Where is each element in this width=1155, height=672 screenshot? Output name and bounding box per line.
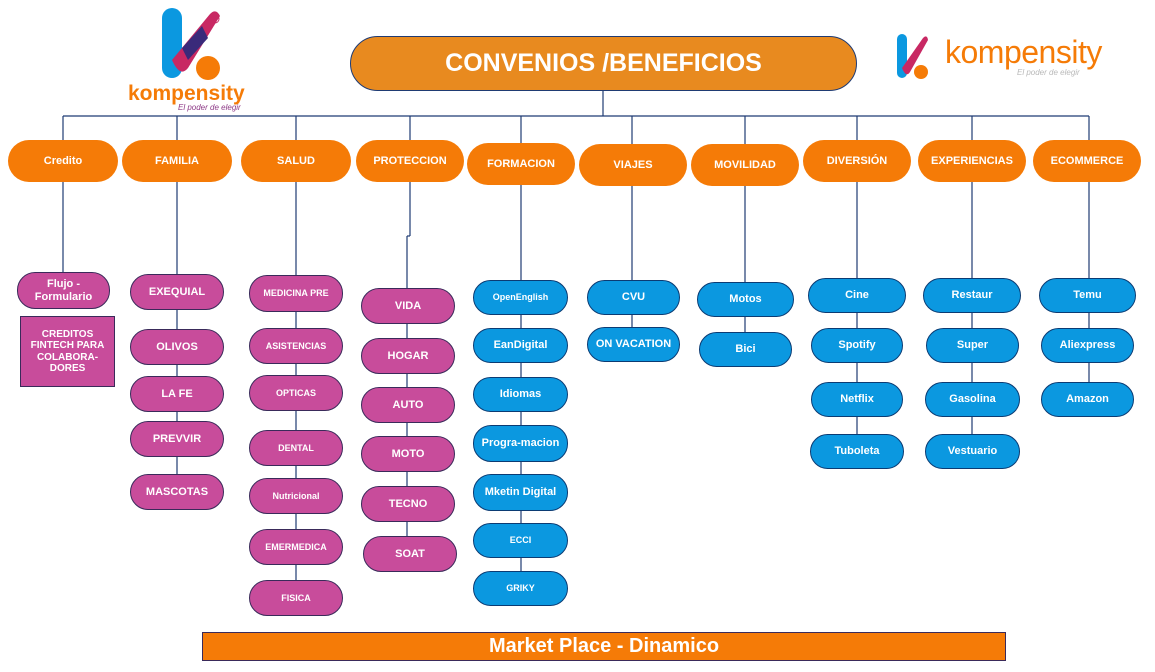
kompensity-logo-right: kompensity El poder de elegir: [895, 32, 1135, 82]
logo-right-wordmark: kompensity: [945, 34, 1102, 70]
item-nutricional[interactable]: Nutricional: [249, 478, 343, 514]
kompensity-logo: kompensity El poder de elegir: [128, 8, 258, 112]
category-viajes[interactable]: VIAJES: [579, 144, 687, 186]
item-temu[interactable]: Temu: [1039, 278, 1136, 313]
item-auto[interactable]: AUTO: [361, 387, 455, 423]
item-griky[interactable]: GRIKY: [473, 571, 568, 606]
category-credito[interactable]: Credito: [8, 140, 118, 182]
item-soat[interactable]: SOAT: [363, 536, 457, 572]
item-netflix[interactable]: Netflix: [811, 382, 903, 417]
category-formacion[interactable]: FORMACION: [467, 143, 575, 185]
item-cine[interactable]: Cine: [808, 278, 906, 313]
category-diversion[interactable]: DIVERSIÓN: [803, 140, 911, 182]
item-spotify[interactable]: Spotify: [811, 328, 903, 363]
item-fisica[interactable]: FISICA: [249, 580, 343, 616]
item-cvu[interactable]: CVU: [587, 280, 680, 315]
item-bici[interactable]: Bici: [699, 332, 792, 367]
item-vestuario[interactable]: Vestuario: [925, 434, 1020, 469]
item-medicina-pre[interactable]: MEDICINA PRE: [249, 275, 343, 312]
item-idiomas[interactable]: Idiomas: [473, 377, 568, 412]
item-motos[interactable]: Motos: [697, 282, 794, 317]
item-amazon[interactable]: Amazon: [1041, 382, 1134, 417]
item-super[interactable]: Super: [926, 328, 1019, 363]
root-node-title: CONVENIOS /BENEFICIOS: [350, 36, 857, 91]
category-ecommerce[interactable]: ECOMMERCE: [1033, 140, 1141, 182]
kompensity-k-logo-icon: [897, 34, 928, 79]
item-gasolina[interactable]: Gasolina: [925, 382, 1020, 417]
logo-wordmark: kompensity: [128, 82, 245, 105]
market-place-banner: Market Place - Dinamico: [202, 632, 1006, 661]
kompensity-k-logo-icon: [162, 8, 220, 80]
item-on-vacation[interactable]: ON VACATION: [587, 327, 680, 362]
item-moto[interactable]: MOTO: [361, 436, 455, 472]
category-salud[interactable]: SALUD: [241, 140, 351, 182]
category-experiencias[interactable]: EXPERIENCIAS: [918, 140, 1026, 182]
item-hogar[interactable]: HOGAR: [361, 338, 455, 374]
item-vida[interactable]: VIDA: [361, 288, 455, 324]
logo-right-tagline: El poder de elegir: [1017, 68, 1080, 77]
item-opticas[interactable]: OPTICAS: [249, 375, 343, 411]
category-familia[interactable]: FAMILIA: [122, 140, 232, 182]
item-tuboleta[interactable]: Tuboleta: [810, 434, 904, 469]
item-la-fe[interactable]: LA FE: [130, 376, 224, 412]
category-proteccion[interactable]: PROTECCION: [356, 140, 464, 182]
item-aliexpress[interactable]: Aliexpress: [1041, 328, 1134, 363]
item-mascotas[interactable]: MASCOTAS: [130, 474, 224, 510]
item-prevvir[interactable]: PREVVIR: [130, 421, 224, 457]
item-creditos-fintech[interactable]: CREDITOS FINTECH PARA COLABORA-DORES: [20, 316, 115, 387]
item-eandigital[interactable]: EanDigital: [473, 328, 568, 363]
item-tecno[interactable]: TECNO: [361, 486, 455, 522]
logo-tagline: El poder de elegir: [178, 103, 241, 112]
item-emermedica[interactable]: EMERMEDICA: [249, 529, 343, 565]
item-asistencias[interactable]: ASISTENCIAS: [249, 328, 343, 364]
item-dental[interactable]: DENTAL: [249, 430, 343, 466]
item-programacion[interactable]: Progra-macion: [473, 425, 568, 462]
item-ecci[interactable]: ECCI: [473, 523, 568, 558]
item-restaur[interactable]: Restaur: [923, 278, 1021, 313]
item-exequial[interactable]: EXEQUIAL: [130, 274, 224, 310]
category-movilidad[interactable]: MOVILIDAD: [691, 144, 799, 186]
item-flujo-formulario[interactable]: Flujo - Formulario: [17, 272, 110, 309]
item-olivos[interactable]: OLIVOS: [130, 329, 224, 365]
item-openenglish[interactable]: OpenEnglish: [473, 280, 568, 315]
item-mketin-digital[interactable]: Mketin Digital: [473, 474, 568, 511]
